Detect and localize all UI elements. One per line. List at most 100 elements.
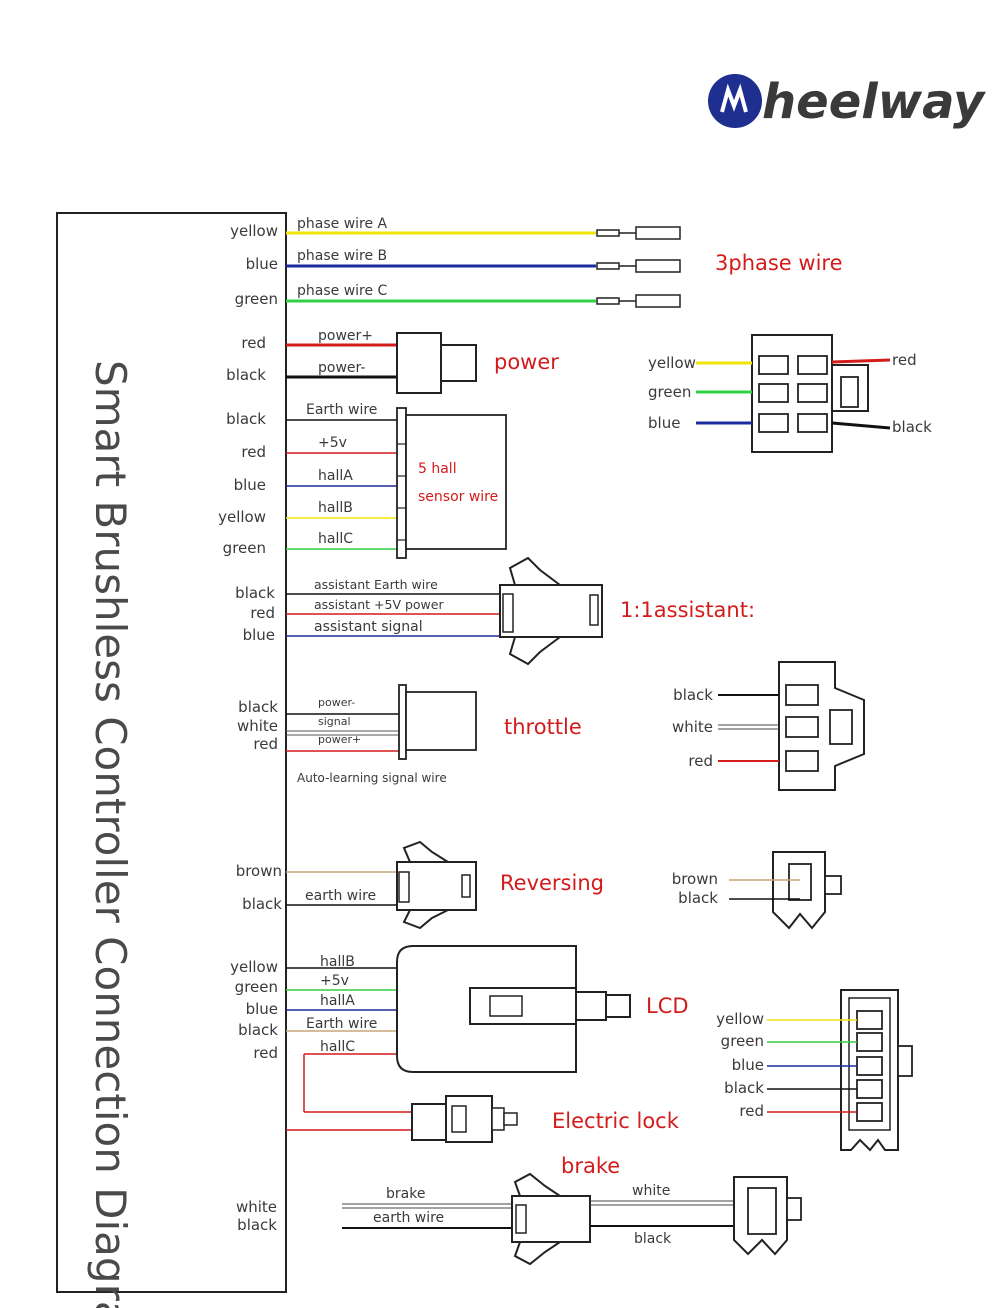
reversing-pinout-cavity bbox=[788, 863, 812, 901]
phase-terminal bbox=[635, 294, 681, 308]
throttle-pinout-label: red bbox=[688, 752, 713, 770]
hall-wire-name: hallA bbox=[318, 468, 353, 484]
logo-w-glyph bbox=[720, 83, 748, 113]
lcd-connector-neck bbox=[469, 987, 577, 1025]
throttle-pinout-label: white bbox=[672, 718, 713, 736]
hall-wire-name: Earth wire bbox=[306, 402, 377, 418]
lcd-wire-name: hallA bbox=[320, 993, 355, 1009]
power-pinout-latch bbox=[832, 364, 869, 412]
lcd-color-label: yellow bbox=[230, 958, 278, 976]
brake-color-label: white bbox=[236, 1198, 277, 1216]
hall-title-line2: sensor wire bbox=[418, 489, 498, 505]
hall-wire-name: +5v bbox=[318, 435, 347, 451]
power-connector-body bbox=[396, 332, 442, 394]
brake-wire-name: brake bbox=[386, 1186, 425, 1202]
hall-wire-name: hallB bbox=[318, 500, 353, 516]
power-color-label: red bbox=[241, 334, 266, 352]
lock-connector-body bbox=[411, 1103, 447, 1141]
reversing-pinout-label: black bbox=[678, 889, 718, 907]
power-pinout-left-label: blue bbox=[648, 414, 680, 432]
lcd-color-label: blue bbox=[246, 1000, 278, 1018]
assistant-wire-name: assistant signal bbox=[314, 619, 423, 635]
brake-connector-slot bbox=[515, 1204, 527, 1234]
throttle-pinout-label: black bbox=[673, 686, 713, 704]
controller-box bbox=[56, 212, 287, 1293]
reversing-clip-bottom bbox=[402, 909, 449, 930]
assistant-connector-clip-bottom bbox=[508, 636, 561, 666]
reversing-pinout-tab bbox=[824, 875, 842, 895]
lcd-wire-name: Earth wire bbox=[306, 1016, 377, 1032]
assistant-wire-name: assistant +5V power bbox=[314, 597, 444, 612]
power-pinout-cavity bbox=[758, 383, 789, 403]
phase-terminal-small bbox=[596, 229, 620, 237]
throttle-wire-name: power- bbox=[318, 696, 355, 709]
lcd-pinout-label: black bbox=[724, 1079, 764, 1097]
phase-color-label: yellow bbox=[230, 222, 278, 240]
lcd-title: LCD bbox=[646, 994, 689, 1018]
phase-terminal bbox=[635, 259, 681, 273]
lcd-pinout-label: yellow bbox=[716, 1010, 764, 1028]
hall-wire-name: hallC bbox=[318, 531, 353, 547]
power-pinout-cavity bbox=[797, 383, 828, 403]
brake-clip-top bbox=[513, 1172, 561, 1197]
assistant-color-label: blue bbox=[243, 626, 275, 644]
reversing-wire-name: earth wire bbox=[305, 888, 376, 904]
power-pinout-left-label: yellow bbox=[648, 354, 696, 372]
power-pinout-right-label: black bbox=[892, 418, 932, 436]
power-pinout-cavity bbox=[797, 355, 828, 375]
brake-right-label: black bbox=[634, 1231, 672, 1247]
logo-text: heelway bbox=[762, 74, 986, 130]
lcd-connector-inner bbox=[489, 995, 523, 1017]
power-pinout-cavity bbox=[758, 355, 789, 375]
reversing-title: Reversing bbox=[500, 871, 604, 895]
phase-terminal bbox=[635, 226, 681, 240]
hall-color-label: blue bbox=[234, 476, 266, 494]
lcd-color-label: black bbox=[238, 1021, 278, 1039]
power-pinout-cavity bbox=[758, 413, 789, 433]
lcd-pinout-cavity bbox=[856, 1032, 883, 1052]
throttle-connector-plate bbox=[398, 684, 407, 760]
throttle-pinout-cavity bbox=[785, 684, 819, 706]
lcd-color-label: red bbox=[253, 1044, 278, 1062]
phase-wire-name: phase wire A bbox=[297, 216, 388, 232]
brake-color-label: black bbox=[237, 1216, 277, 1234]
phase-wire-name: phase wire B bbox=[297, 248, 387, 264]
throttle-color-label: red bbox=[253, 735, 278, 753]
brake-pinout-cavity bbox=[747, 1187, 777, 1235]
hall-color-label: green bbox=[223, 539, 266, 557]
reversing-connector-key bbox=[461, 874, 471, 898]
reversing-color-label: brown bbox=[236, 862, 282, 880]
phase-title: 3phase wire bbox=[715, 251, 843, 275]
assistant-connector-slot bbox=[502, 593, 514, 633]
throttle-note: Auto-learning signal wire bbox=[297, 771, 447, 785]
reversing-color-label: black bbox=[242, 895, 282, 913]
power-pinout-wire bbox=[831, 421, 891, 430]
power-title: power bbox=[494, 350, 559, 374]
throttle-color-label: white bbox=[237, 717, 278, 735]
phase-color-label: blue bbox=[246, 255, 278, 273]
throttle-pinout-key bbox=[829, 709, 853, 745]
brake-clip-bottom bbox=[513, 1241, 561, 1266]
throttle-connector-body bbox=[405, 691, 477, 751]
lcd-wire-name: hallC bbox=[320, 1039, 355, 1055]
lcd-pinout-label: green bbox=[721, 1032, 764, 1050]
hall-title-line1: 5 hall bbox=[418, 461, 457, 477]
power-wire-name: power+ bbox=[318, 328, 373, 344]
throttle-title: throttle bbox=[504, 715, 582, 739]
reversing-clip-top bbox=[402, 840, 449, 863]
throttle-pinout-cavity bbox=[785, 716, 819, 738]
hall-color-label: black bbox=[226, 410, 266, 428]
lcd-color-label: green bbox=[235, 978, 278, 996]
power-pinout-cavity bbox=[797, 413, 828, 433]
lcd-pinout-cavity bbox=[856, 1056, 883, 1076]
lcd-pinout-label: red bbox=[739, 1102, 764, 1120]
assistant-connector-body bbox=[499, 584, 603, 638]
power-pinout-wire bbox=[831, 358, 891, 364]
hall-connector-body bbox=[405, 414, 507, 550]
power-pinout-left-label: green bbox=[648, 383, 691, 401]
brake-wire-name: earth wire bbox=[373, 1210, 444, 1226]
assistant-color-label: black bbox=[235, 584, 275, 602]
assistant-title: 1:1assistant: bbox=[620, 598, 755, 622]
power-pinout-key bbox=[840, 376, 859, 408]
throttle-pinout-cavity bbox=[785, 750, 819, 772]
